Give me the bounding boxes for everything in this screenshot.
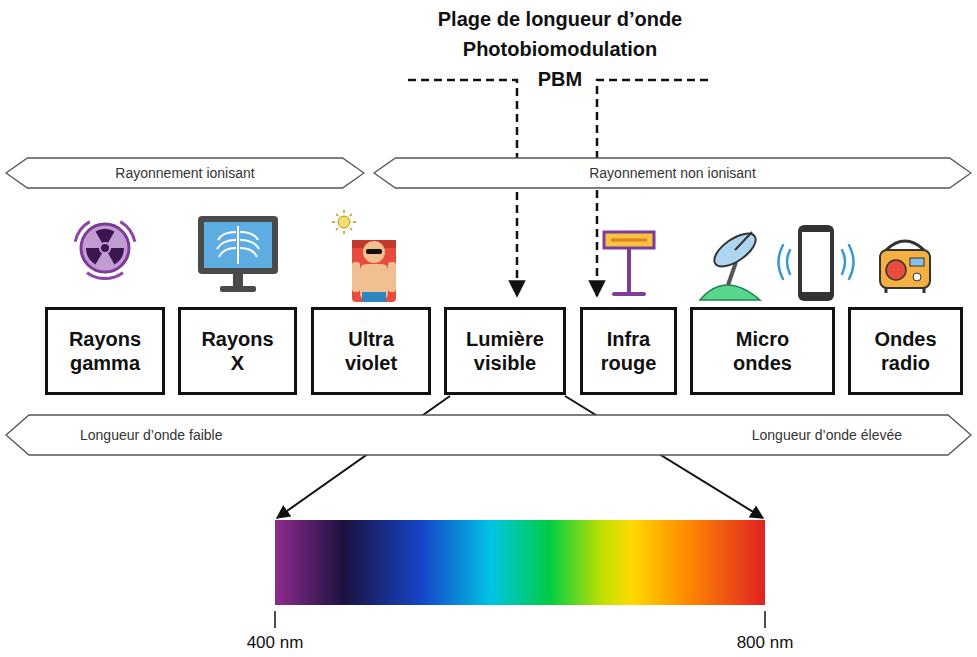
wavelength-label: 400 nm <box>243 633 308 653</box>
box-label: Lumière visible <box>466 327 544 375</box>
band-label: Longueur d’onde élevée <box>752 427 902 443</box>
spectrum-box: Micro ondes <box>690 307 835 395</box>
box-label: Rayons gamma <box>69 327 141 375</box>
spectrum-box: Ondes radio <box>848 307 963 395</box>
spectrum-box: Rayons X <box>178 307 297 395</box>
spectrum-box: Infra rouge <box>580 307 677 395</box>
box-label: Infra rouge <box>601 327 657 375</box>
sunbather-icon <box>332 210 396 302</box>
visible-spectrum <box>275 520 765 605</box>
bracket-label: PBM <box>534 68 586 91</box>
band-label: Rayonnement non ionisant <box>589 165 756 181</box>
wavelength-label: 800 nm <box>733 633 798 653</box>
band-label: Rayonnement ionisant <box>115 165 254 181</box>
radiation-band: Rayonnement non ionisant <box>373 157 972 189</box>
band-shape <box>374 158 971 188</box>
radiation-band: Rayonnement ionisant <box>5 157 365 189</box>
xray-icon <box>198 216 278 292</box>
diagram-title: Plage de longueur d’onde Photobiomodulat… <box>410 4 710 64</box>
heater-icon <box>604 232 654 294</box>
box-label: Ultra violet <box>345 327 397 375</box>
scale-ticks <box>275 611 765 628</box>
box-label: Rayons X <box>201 327 273 375</box>
band-shape <box>6 415 971 455</box>
spectrum-box: Lumière visible <box>444 307 566 395</box>
wavelength-band: Longueur d’onde faible Longueur d’onde él… <box>5 414 972 456</box>
box-label: Micro ondes <box>733 327 792 375</box>
band-shape <box>6 158 364 188</box>
radiation-icon <box>74 220 137 280</box>
spectrum-box: Ultra violet <box>311 307 431 395</box>
radio-icon <box>880 241 930 293</box>
antenna-phone-icon <box>700 225 854 301</box>
zoom-lines <box>277 396 763 518</box>
spectrum-box: Rayons gamma <box>45 307 165 395</box>
box-label: Ondes radio <box>874 327 936 375</box>
band-label: Longueur d’onde faible <box>80 427 222 443</box>
